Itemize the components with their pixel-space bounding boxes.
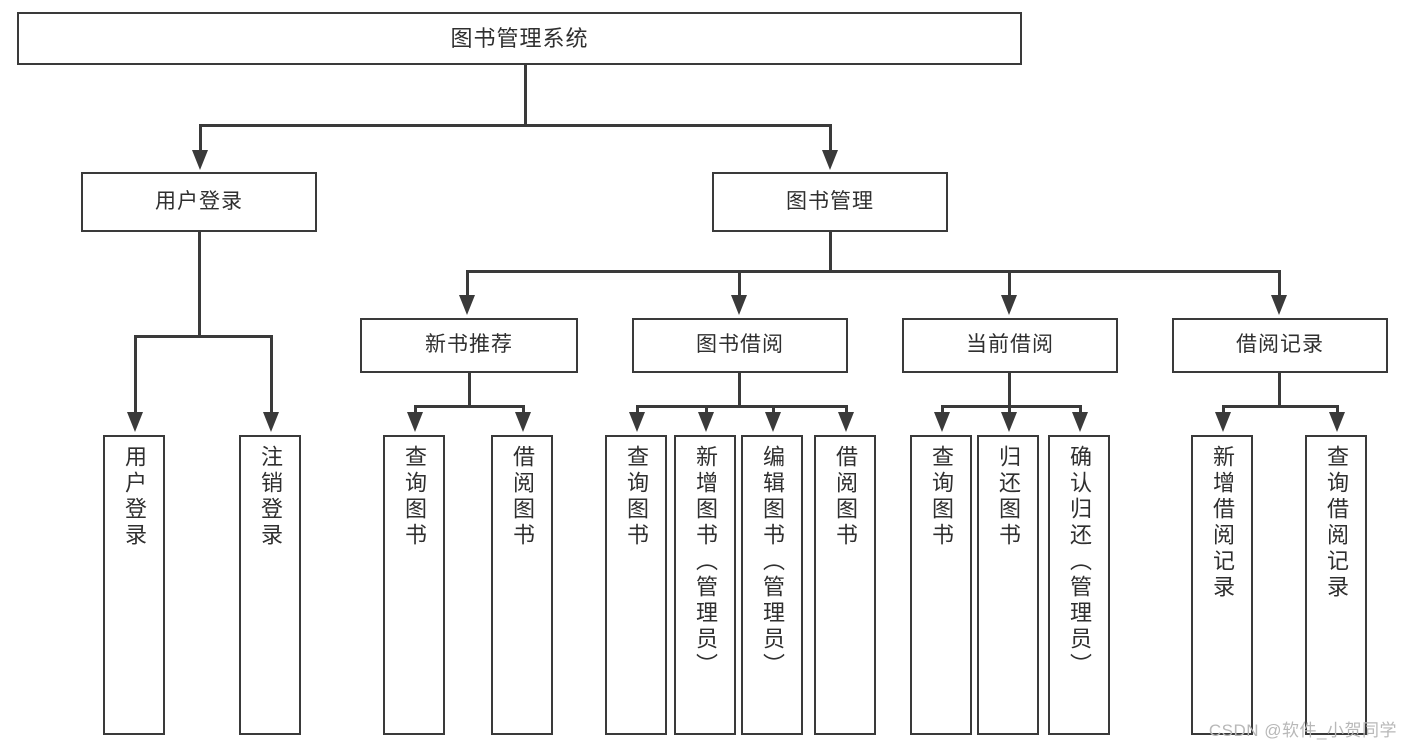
leaf-user-login[interactable]: 用户登录 (103, 435, 165, 735)
connector-bb-drop-3 (772, 405, 775, 417)
node-user-login[interactable]: 用户登录 (81, 172, 317, 232)
connector-cb-drop-2 (1008, 405, 1011, 417)
arrow-to-leaf-query-record (1329, 412, 1345, 432)
node-book-management[interactable]: 图书管理 (712, 172, 948, 232)
connector-br-bus (1222, 405, 1338, 408)
leaf-query-book-recommend[interactable]: 查询图书 (383, 435, 445, 735)
arrow-to-leaf-return-book (1001, 412, 1017, 432)
connector-root-drop-1 (199, 124, 202, 156)
arrow-to-leaf-query-book-bb (629, 412, 645, 432)
leaf-query-book-borrow[interactable]: 查询图书 (605, 435, 667, 735)
arrow-to-new-book-recommend (459, 295, 475, 315)
connector-user-login-drop-1 (134, 335, 137, 417)
node-label: 图书借阅 (696, 333, 784, 357)
connector-root-stem (524, 65, 527, 125)
node-root-system[interactable]: 图书管理系统 (17, 12, 1022, 65)
connector-cb-drop-3 (1079, 405, 1082, 417)
arrow-to-borrow-record (1271, 295, 1287, 315)
node-label: 新增借阅记录 (1210, 445, 1235, 601)
node-label: 查询借阅记录 (1324, 445, 1349, 601)
connector-nbr-bus (414, 405, 524, 408)
arrow-to-user-login (192, 150, 208, 170)
leaf-borrow-book-borrow[interactable]: 借阅图书 (814, 435, 876, 735)
connector-user-login-stem (198, 232, 201, 336)
connector-bm-drop-1 (466, 270, 469, 300)
node-label: 用户登录 (155, 189, 243, 213)
arrow-to-leaf-add-book (698, 412, 714, 432)
arrow-to-leaf-borrow-book-bb (838, 412, 854, 432)
node-label: 当前借阅 (966, 333, 1054, 357)
connector-cb-bus (941, 405, 1082, 408)
node-label: 查询图书 (929, 445, 954, 549)
node-label: 用户登录 (122, 445, 147, 549)
connector-nbr-drop-2 (522, 405, 525, 417)
csdn-watermark: CSDN @软件_小贺同学 (1208, 721, 1397, 740)
connector-cb-stem (1008, 373, 1011, 406)
node-label: 借阅图书 (833, 445, 858, 549)
connector-bb-drop-4 (845, 405, 848, 417)
node-label: 确认归还（管理员） (1067, 445, 1092, 679)
node-label: 图书管理系统 (450, 25, 589, 51)
node-label: 编辑图书（管理员） (760, 445, 785, 679)
arrow-to-leaf-add-record (1215, 412, 1231, 432)
arrow-to-current-borrow (1001, 295, 1017, 315)
arrow-to-book-manage (822, 150, 838, 170)
node-label: 查询图书 (624, 445, 649, 549)
arrow-to-leaf-user-login (127, 412, 143, 432)
connector-bm-drop-4 (1278, 270, 1281, 300)
connector-bb-drop-2 (705, 405, 708, 417)
arrow-to-leaf-query-book-cb (934, 412, 950, 432)
leaf-return-book[interactable]: 归还图书 (977, 435, 1039, 735)
connector-root-bus (199, 124, 832, 127)
connector-cb-drop-1 (941, 405, 944, 417)
leaf-query-borrow-record[interactable]: 查询借阅记录 (1305, 435, 1367, 735)
connector-nbr-stem (468, 373, 471, 406)
arrow-to-leaf-query-book-nbr (407, 412, 423, 432)
leaf-add-book-admin[interactable]: 新增图书（管理员） (674, 435, 736, 735)
node-label: 新书推荐 (425, 333, 513, 357)
leaf-edit-book-admin[interactable]: 编辑图书（管理员） (741, 435, 803, 735)
node-label: 借阅记录 (1236, 333, 1324, 357)
node-label: 新增图书（管理员） (693, 445, 718, 679)
arrow-to-book-borrow (731, 295, 747, 315)
connector-bm-drop-3 (1008, 270, 1011, 300)
leaf-logout[interactable]: 注销登录 (239, 435, 301, 735)
connector-br-drop-1 (1222, 405, 1225, 417)
arrow-to-leaf-borrow-book-nbr (515, 412, 531, 432)
connector-bb-stem (738, 373, 741, 406)
connector-br-stem (1278, 373, 1281, 406)
leaf-query-book-current[interactable]: 查询图书 (910, 435, 972, 735)
node-label: 注销登录 (258, 445, 283, 549)
connector-user-login-bus (134, 335, 272, 338)
leaf-confirm-return-admin[interactable]: 确认归还（管理员） (1048, 435, 1110, 735)
connector-br-drop-2 (1336, 405, 1339, 417)
node-label: 查询图书 (402, 445, 427, 549)
arrow-to-leaf-edit-book (765, 412, 781, 432)
connector-nbr-drop-1 (414, 405, 417, 417)
arrow-to-leaf-confirm-return (1072, 412, 1088, 432)
node-current-borrow[interactable]: 当前借阅 (902, 318, 1118, 373)
connector-book-mgmt-stem (829, 232, 832, 272)
node-borrow-record[interactable]: 借阅记录 (1172, 318, 1388, 373)
arrow-to-leaf-logout (263, 412, 279, 432)
node-new-book-recommend[interactable]: 新书推荐 (360, 318, 578, 373)
connector-root-drop-2 (829, 124, 832, 156)
connector-bb-drop-1 (636, 405, 639, 417)
node-book-borrow[interactable]: 图书借阅 (632, 318, 848, 373)
connector-book-mgmt-bus (466, 270, 1280, 273)
node-label: 借阅图书 (510, 445, 535, 549)
connector-bm-drop-2 (738, 270, 741, 300)
connector-user-login-drop-2 (270, 335, 273, 417)
node-label: 图书管理 (786, 189, 874, 213)
connector-bb-bus (636, 405, 848, 408)
node-label: 归还图书 (996, 445, 1021, 549)
leaf-add-borrow-record[interactable]: 新增借阅记录 (1191, 435, 1253, 735)
leaf-borrow-book-recommend[interactable]: 借阅图书 (491, 435, 553, 735)
